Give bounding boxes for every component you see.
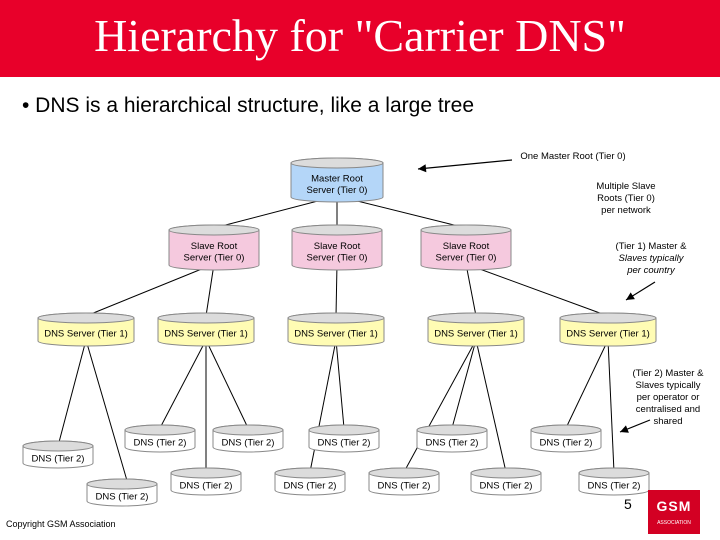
edge-t1d-t2c (475, 339, 507, 473)
tier2-node: DNS (Tier 2) (22, 440, 94, 469)
edge-t1c-t2a (335, 339, 345, 429)
annotation-tier2: shared (653, 416, 682, 427)
annotation-tier2: centralised and (636, 404, 700, 415)
title-bar (0, 0, 720, 77)
tier2-node: DNS (Tier 2) (212, 424, 284, 453)
gsm-logo-subtext: ASSOCIATION (657, 520, 691, 526)
connector-lines (57, 195, 615, 485)
tier2-node-label: DNS (Tier 2) (540, 438, 593, 449)
slave-root-node-label: Server (Tier 0) (307, 252, 368, 263)
edge-s3-t1d (465, 263, 477, 317)
annotation-tier2: (Tier 2) Master & (633, 368, 705, 379)
tier1-node: DNS Server (Tier 1) (427, 312, 525, 347)
tier2-node-label: DNS (Tier 2) (222, 438, 275, 449)
edge-t1d-t2b (403, 339, 477, 473)
edge-t1b-t2a (159, 339, 207, 429)
edge-t1a-t2 (57, 339, 87, 447)
annotation-slave: Roots (Tier 0) (597, 193, 655, 204)
tier2-node-label: DNS (Tier 2) (378, 481, 431, 492)
tier2-node: DNS (Tier 2) (368, 467, 440, 496)
tier2-node: DNS (Tier 2) (124, 424, 196, 453)
edge-s1-t1b (205, 263, 215, 317)
slave-root-node-label: Slave Root (191, 241, 238, 252)
tier1-node-label: DNS Server (Tier 1) (566, 329, 650, 340)
tier1-node-label: DNS Server (Tier 1) (434, 329, 518, 340)
master-root-node-label: Server (Tier 0) (307, 185, 368, 196)
edge-t1e-t2b (607, 339, 615, 473)
slave-root-node-label: Server (Tier 0) (184, 252, 245, 263)
bullet-text: • DNS is a hierarchical structure, like … (22, 94, 475, 117)
tier2-node-label: DNS (Tier 2) (426, 438, 479, 449)
tier1-node: DNS Server (Tier 1) (37, 312, 135, 347)
tier1-node-label: DNS Server (Tier 1) (294, 329, 378, 340)
annotation-slave: Multiple Slave (596, 181, 655, 192)
edge-t1d-t2a (451, 339, 477, 429)
gsm-logo-text: GSM (656, 498, 692, 514)
tier2-node: DNS (Tier 2) (170, 467, 242, 496)
edge-s3-t1e (465, 263, 609, 317)
tier1-node-label: DNS Server (Tier 1) (44, 329, 128, 340)
annotation-tier1: Slaves typically (619, 253, 685, 264)
annotation-tier1: per country (626, 265, 676, 276)
annotation-tier2: Slaves typically (636, 380, 701, 391)
edge-s2-t1c (335, 263, 338, 317)
tier2-node-label: DNS (Tier 2) (134, 438, 187, 449)
tier2-node: DNS (Tier 2) (470, 467, 542, 496)
annotation-master: One Master Root (Tier 0) (520, 151, 625, 162)
arrow-tier1 (625, 281, 656, 301)
tier1-node: DNS Server (Tier 1) (559, 312, 657, 347)
master-root-node-label: Master Root (311, 173, 363, 184)
annotations: One Master Root (Tier 0) Multiple SlaveRo… (417, 151, 705, 433)
tier2-node-label: DNS (Tier 2) (284, 481, 337, 492)
slave-root-node-label: Server (Tier 0) (436, 252, 497, 263)
edge-t1a-t2b (85, 339, 129, 485)
annotation-tier1: (Tier 1) Master & (616, 241, 688, 252)
arrow-master (417, 159, 513, 173)
tier2-node-label: DNS (Tier 2) (588, 481, 641, 492)
gsm-logo: GSM ASSOCIATION (648, 490, 700, 534)
tier2-node: DNS (Tier 2) (416, 424, 488, 453)
slide-title: Hierarchy for "Carrier DNS" (94, 10, 626, 61)
tier2-node: DNS (Tier 2) (578, 467, 650, 496)
tier1-node: DNS Server (Tier 1) (157, 312, 255, 347)
slave-root-node-label: Slave Root (443, 241, 490, 252)
edge-t1b-t2b (205, 339, 249, 429)
arrow-tier2 (619, 419, 651, 433)
tier2-node: DNS (Tier 2) (274, 467, 346, 496)
slave-root-node-label: Slave Root (314, 241, 361, 252)
copyright-text: Copyright GSM Association (6, 519, 116, 529)
tier2-node: DNS (Tier 2) (86, 478, 158, 507)
annotation-tier2: per operator or (637, 392, 700, 403)
tier1-node-label: DNS Server (Tier 1) (164, 329, 248, 340)
tier2-node-label: DNS (Tier 2) (180, 481, 233, 492)
edge-s1-t1a (85, 263, 215, 317)
tier2-node-label: DNS (Tier 2) (32, 454, 85, 465)
tier2-node: DNS (Tier 2) (530, 424, 602, 453)
tier2-node-label: DNS (Tier 2) (480, 481, 533, 492)
tier2-node-label: DNS (Tier 2) (318, 438, 371, 449)
page-number: 5 (624, 496, 632, 512)
annotation-slave: per network (601, 205, 651, 216)
tier2-node: DNS (Tier 2) (308, 424, 380, 453)
tier1-node: DNS Server (Tier 1) (287, 312, 385, 347)
edge-t1e-t2a (565, 339, 609, 429)
tier2-node-label: DNS (Tier 2) (96, 492, 149, 503)
